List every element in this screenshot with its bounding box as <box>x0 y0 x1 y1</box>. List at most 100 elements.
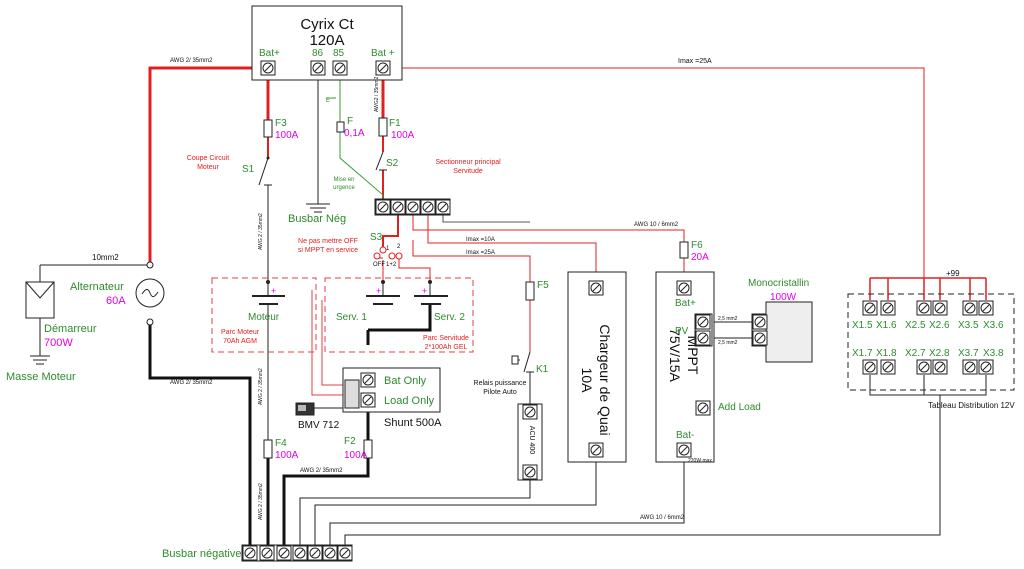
charger-line2: 10A <box>579 368 595 394</box>
busbar-screw-terminal <box>259 545 275 561</box>
battery-serv1-plus: + <box>376 286 381 296</box>
starter-power: 700W <box>44 337 73 349</box>
switch-s2 <box>375 151 387 171</box>
acu-label: ACU 400 <box>528 426 535 455</box>
fuse-f5 <box>525 281 535 301</box>
relay-rating: 120A <box>309 32 344 49</box>
fuse-f3 <box>263 119 273 138</box>
switch-k1 <box>523 351 534 373</box>
wire-imax10: Imax =10A <box>466 237 495 243</box>
pilote-label: Pilote Auto <box>483 389 517 396</box>
wires <box>30 66 987 545</box>
e-label: E <box>326 98 330 104</box>
fuse-f1-value: 100A <box>391 130 415 141</box>
wire-imax25-mid: Imax =25A <box>466 250 495 256</box>
alternator: Alternateur 60A <box>70 261 165 326</box>
busbars: Busbar Nég Busbar négative <box>162 213 353 562</box>
dist-label-x2-8: X2.8 <box>929 348 950 359</box>
mppt-batp: Bat+ <box>675 298 696 309</box>
shunt-bat-terminal <box>360 372 376 388</box>
dist-bottom-terminal <box>916 359 932 375</box>
dist-top-terminal <box>962 300 978 316</box>
s3-two-label: 2 <box>397 244 401 250</box>
fuse-f-name: F <box>347 116 353 127</box>
dist-label-x3-5: X3.5 <box>958 320 979 331</box>
busbar-screw-terminal <box>292 545 308 561</box>
wire-awg10-bottom: AWG 10 / 6mm2 <box>640 515 685 521</box>
dist-top-terminal <box>978 300 994 316</box>
ground-label: Masse Moteur <box>6 371 76 383</box>
fuse-f2 <box>363 439 373 459</box>
relay-terminal-batp-right: Bat + <box>371 48 395 59</box>
switch-s1 <box>258 157 272 186</box>
coupe-circuit-label: Coupe Circuit <box>187 155 229 162</box>
fuse-f2-name: F2 <box>344 436 356 447</box>
wire-awg2-f1: AWG2 / 35mm2 <box>374 76 380 112</box>
shunt-load-terminal <box>360 392 376 408</box>
coupe-moteur-label: Moteur <box>197 164 219 171</box>
relais-label: Relais puissance <box>474 380 527 387</box>
fuse-f3-name: F3 <box>275 118 287 129</box>
dist-label-x3-6: X3.6 <box>983 320 1004 331</box>
battery-zones <box>211 277 1015 391</box>
warning-line1: Ne pas mettre OFF <box>298 238 358 245</box>
fuse-f6-name: F6 <box>691 240 703 251</box>
wire-awg2-shunt: AWG 2 / 35mm2 <box>258 483 264 520</box>
shunt-bat-only: Bat Only <box>384 375 427 387</box>
dist-label-x2-6: X2.6 <box>929 320 950 331</box>
s3-off-label: OFF <box>373 262 385 268</box>
dist-label-x1-8: X1.8 <box>876 348 897 359</box>
busbar-screw-terminal <box>307 545 323 561</box>
battery-moteur-label: Moteur <box>248 312 280 323</box>
panel-power: 100W <box>770 292 797 303</box>
mppt-pv-terminal <box>695 330 711 346</box>
dist-bottom-terminal <box>880 359 896 375</box>
switch-k1-label: K1 <box>536 364 549 375</box>
dist-label-x3-7: X3.7 <box>958 348 979 359</box>
s3-one-label: 1 <box>386 246 390 252</box>
wire-awg2-top: AWG 2/ 35mm2 <box>170 58 213 64</box>
switch-s3-label: S3 <box>370 232 383 243</box>
battery-serv2-plus: + <box>422 286 427 296</box>
fuse-f-value: 0,1A <box>344 128 365 139</box>
mppt-batp-terminal <box>676 280 692 296</box>
shunt-name: Shunt 500A <box>384 417 442 429</box>
charger-bottom-terminal <box>588 442 604 458</box>
dist-bottom-terminal <box>962 359 978 375</box>
dist-top-terminal <box>880 300 896 316</box>
fuse-f4-value: 100A <box>275 450 299 461</box>
wire-awg2-vert: AWG 2 / 35mm2 <box>258 213 264 250</box>
busbar-screw-terminal <box>322 545 338 561</box>
wire-10mm2: 10mm2 <box>92 253 119 262</box>
wire-imax25-top: Imax =25A <box>678 58 712 65</box>
mppt-batm-terminal <box>676 442 692 458</box>
dist-bottom-terminal <box>862 359 878 375</box>
battery-serv1-label: Serv. 1 <box>336 312 367 323</box>
parc-moteur-label: Parc Moteur <box>221 329 260 336</box>
relay-terminal-86: 86 <box>312 48 324 59</box>
wire-awg2-bottom: AWG 2/ 35mm2 <box>300 468 343 474</box>
mppt-line2: 75V/15A <box>667 328 683 382</box>
relay-terminal-batp-left: Bat+ <box>259 48 280 59</box>
relay-terminal-85: 85 <box>333 48 345 59</box>
busbar-screw-terminal <box>276 545 292 561</box>
fuse-f4-name: F4 <box>275 438 287 449</box>
warning-line2: si MPPT en service <box>298 247 358 254</box>
switches: S1 Coupe Circuit Moteur S2 Sectionneur p… <box>187 98 549 396</box>
alternator-rating: 60A <box>106 295 126 307</box>
relay-screw-terminal <box>332 60 348 76</box>
terminal-block-screw <box>435 199 451 215</box>
dist-top-terminal <box>932 300 948 316</box>
dist-plus: +99 <box>946 269 960 278</box>
fuse-f6 <box>679 241 689 259</box>
starter: Démarreur 700W Masse Moteur <box>6 281 97 383</box>
mppt: MPPT 75V/15A Bat+ PV Add Load Bat- 220W … <box>655 271 761 464</box>
panel-terminal <box>752 314 768 330</box>
terminal-block-screw <box>420 199 436 215</box>
panel-name: Monocristallin <box>748 278 809 289</box>
fuse-f2-value: 100A <box>344 450 368 461</box>
fuse-f <box>336 121 345 133</box>
dist-label-x1-7: X1.7 <box>852 348 873 359</box>
terminal-block-screw <box>390 199 406 215</box>
